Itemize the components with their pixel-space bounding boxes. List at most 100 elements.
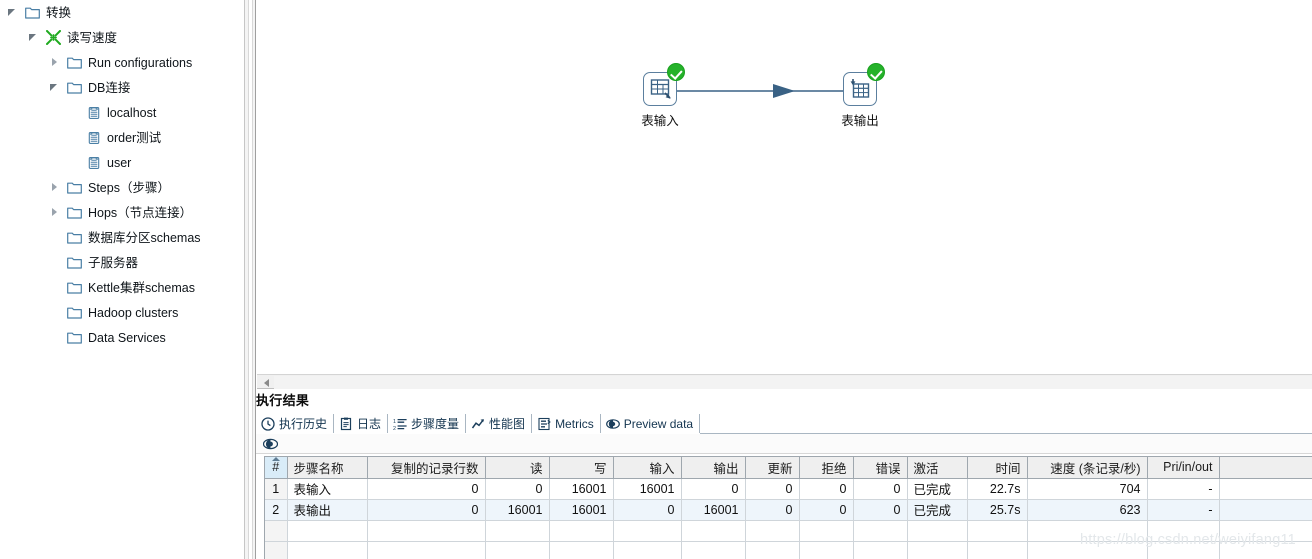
cell-active[interactable]: 已完成 xyxy=(907,478,968,500)
cell-errors[interactable]: 0 xyxy=(853,478,908,500)
cell-output[interactable]: 0 xyxy=(681,478,746,500)
tree-item-7[interactable]: Steps（步骤） xyxy=(0,175,244,200)
column-header-0[interactable]: # xyxy=(265,457,288,479)
step-metrics-table[interactable]: #步骤名称复制的记录行数读写输入输出更新拒绝错误激活时间速度 (条记录/秒)Pr… xyxy=(264,456,1312,559)
metrics-icon xyxy=(537,417,551,431)
cell-empty xyxy=(1219,541,1312,559)
table-row-empty[interactable] xyxy=(265,541,1312,559)
column-header-6[interactable]: 输出 xyxy=(681,457,746,479)
cell-input[interactable]: 16001 xyxy=(613,478,682,500)
tab-4[interactable]: Metrics xyxy=(532,413,601,434)
cell-extra[interactable] xyxy=(1219,499,1312,521)
column-header-2[interactable]: 复制的记录行数 xyxy=(367,457,486,479)
cell-speed[interactable]: 623 xyxy=(1027,499,1148,521)
history-clock-icon xyxy=(261,416,275,431)
column-header-7[interactable]: 更新 xyxy=(745,457,800,479)
tree-item-10[interactable]: 子服务器 xyxy=(0,250,244,275)
cell-empty xyxy=(853,520,908,542)
twisty-collapsed-icon[interactable] xyxy=(50,57,61,68)
cell-index[interactable]: 1 xyxy=(265,478,288,500)
hop-connector[interactable] xyxy=(677,80,845,102)
step-node-table-output[interactable]: 表输出 xyxy=(841,63,885,128)
tree-item-5[interactable]: order测试 xyxy=(0,125,244,150)
column-header-4[interactable]: 写 xyxy=(549,457,614,479)
cell-written[interactable]: 16001 xyxy=(549,499,614,521)
tab-0[interactable]: 执行历史 xyxy=(256,413,335,434)
tree-item-6[interactable]: user xyxy=(0,150,244,175)
column-header-11[interactable]: 时间 xyxy=(967,457,1028,479)
column-header-12[interactable]: 速度 (条记录/秒) xyxy=(1027,457,1148,479)
tab-5[interactable]: Preview data xyxy=(600,413,701,434)
cell-pri[interactable]: - xyxy=(1147,478,1220,500)
tree-item-11[interactable]: Kettle集群schemas xyxy=(0,275,244,300)
column-header-5[interactable]: 输入 xyxy=(613,457,682,479)
tree-item-3[interactable]: DB连接 xyxy=(0,75,244,100)
cell-updated[interactable]: 0 xyxy=(745,478,800,500)
cell-time[interactable]: 25.7s xyxy=(967,499,1028,521)
twisty-collapsed-icon[interactable] xyxy=(50,182,61,193)
column-header-9[interactable]: 错误 xyxy=(853,457,908,479)
cell-speed[interactable]: 704 xyxy=(1027,478,1148,500)
tree-item-9[interactable]: 数据库分区schemas xyxy=(0,225,244,250)
eye-icon[interactable] xyxy=(263,437,278,451)
table-row-empty[interactable] xyxy=(265,520,1312,542)
column-header-10[interactable]: 激活 xyxy=(907,457,968,479)
cell-empty xyxy=(485,541,550,559)
column-header-3[interactable]: 读 xyxy=(485,457,550,479)
cell-index[interactable]: 2 xyxy=(265,499,288,521)
cell-step[interactable]: 表输出 xyxy=(287,499,368,521)
twisty-collapsed-icon[interactable] xyxy=(50,207,61,218)
canvas-horizontal-scrollbar[interactable] xyxy=(257,374,1312,389)
tree-item-0[interactable]: 转换 xyxy=(0,0,244,25)
twisty-expanded-icon[interactable] xyxy=(29,32,40,43)
cell-time[interactable]: 22.7s xyxy=(967,478,1028,500)
tab-1[interactable]: 日志 xyxy=(334,413,389,434)
cell-rejected[interactable]: 0 xyxy=(799,499,854,521)
cell-step[interactable]: 表输入 xyxy=(287,478,368,500)
cell-copies[interactable]: 0 xyxy=(367,499,486,521)
cell-read[interactable]: 0 xyxy=(485,478,550,500)
step-node-table-input[interactable]: 表输入 xyxy=(641,63,685,128)
cell-rejected[interactable]: 0 xyxy=(799,478,854,500)
cell-input[interactable]: 0 xyxy=(613,499,682,521)
tree-item-label: Data Services xyxy=(88,330,166,345)
column-header-8[interactable]: 拒绝 xyxy=(799,457,854,479)
twisty-expanded-icon[interactable] xyxy=(8,7,19,18)
cell-updated[interactable]: 0 xyxy=(745,499,800,521)
column-header-1[interactable]: 步骤名称 xyxy=(287,457,368,479)
results-toolbar[interactable] xyxy=(256,434,1312,454)
cell-errors[interactable]: 0 xyxy=(853,499,908,521)
tree-item-12[interactable]: Hadoop clusters xyxy=(0,300,244,325)
cell-empty xyxy=(967,541,1028,559)
cell-empty xyxy=(367,541,486,559)
cell-written[interactable]: 16001 xyxy=(549,478,614,500)
scrollbar-track[interactable] xyxy=(274,376,1312,389)
column-header-14[interactable] xyxy=(1219,457,1312,479)
tab-3[interactable]: 性能图 xyxy=(466,413,533,434)
tree-item-1[interactable]: 读写速度 xyxy=(0,25,244,50)
cell-pri[interactable]: - xyxy=(1147,499,1220,521)
tree-item-label: order测试 xyxy=(107,130,162,145)
transformation-canvas[interactable]: 表输入 表输出 xyxy=(257,0,1312,373)
column-header-13[interactable]: Pri/in/out xyxy=(1147,457,1220,479)
twisty-expanded-icon[interactable] xyxy=(50,82,61,93)
folder-icon xyxy=(67,331,82,344)
tree-item-2[interactable]: Run configurations xyxy=(0,50,244,75)
panel-splitter-vertical[interactable] xyxy=(244,0,256,559)
cell-active[interactable]: 已完成 xyxy=(907,499,968,521)
tree-item-8[interactable]: Hops（节点连接） xyxy=(0,200,244,225)
cell-read[interactable]: 16001 xyxy=(485,499,550,521)
cell-output[interactable]: 16001 xyxy=(681,499,746,521)
cell-copies[interactable]: 0 xyxy=(367,478,486,500)
tree-item-13[interactable]: Data Services xyxy=(0,325,244,350)
cell-extra[interactable] xyxy=(1219,478,1312,500)
scroll-left-arrow-icon[interactable] xyxy=(259,376,273,389)
tree-item-4[interactable]: localhost xyxy=(0,100,244,125)
